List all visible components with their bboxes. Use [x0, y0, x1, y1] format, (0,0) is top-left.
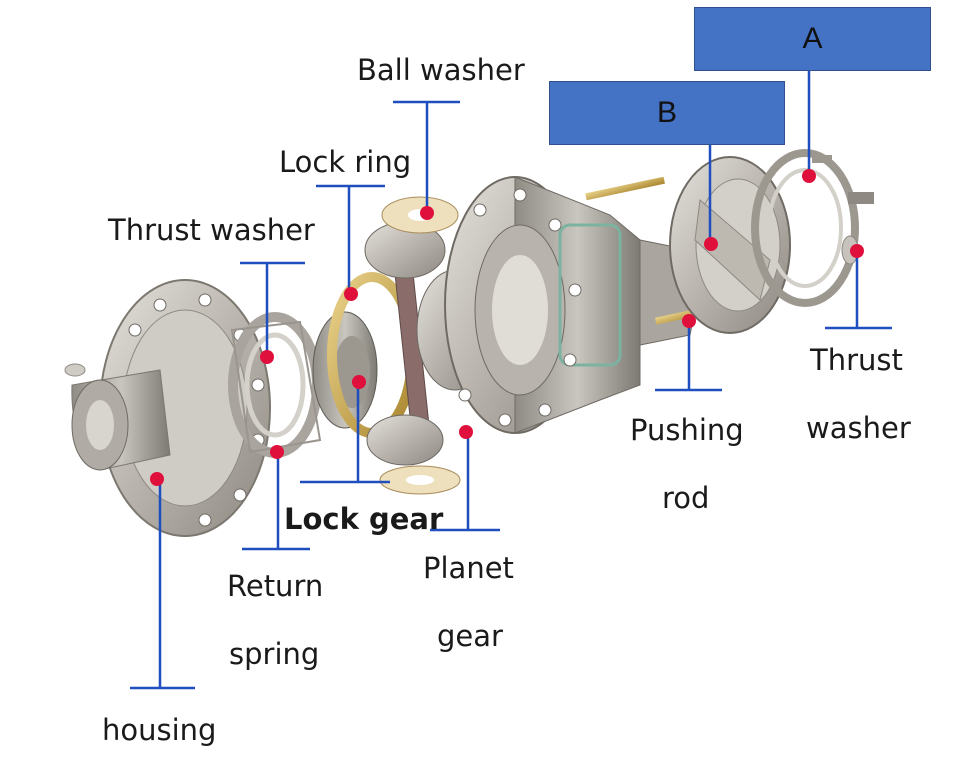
marker-dots	[150, 169, 864, 486]
differential-case-part	[444, 176, 696, 434]
leader-thrust-washer-left	[240, 261, 305, 357]
leader-return-spring	[242, 452, 310, 551]
label-thrust-washer-left: Thrust washer	[108, 213, 315, 247]
dot-thrust-washer-right	[850, 244, 864, 258]
leader-planet-gear	[430, 432, 500, 532]
label-housing: housing	[102, 713, 217, 747]
label-return-spring-line1: Return	[227, 569, 324, 603]
label-lock-ring: Lock ring	[279, 145, 412, 179]
label-box-b: B	[549, 81, 785, 145]
dot-lock-ring	[344, 287, 358, 301]
label-pushing-rod-line1: Pushing	[630, 413, 744, 447]
housing-part	[64, 279, 271, 537]
leader-ball-washer	[393, 100, 460, 213]
dot-lock-gear	[352, 375, 366, 389]
leader-lock-gear	[300, 382, 390, 484]
dot-pushing-rod	[682, 314, 696, 328]
label-pushing-rod-line2: rod	[662, 481, 710, 515]
dot-thrust-washer-left	[260, 350, 274, 364]
label-planet-gear-line1: Planet	[423, 551, 514, 585]
label-box-a: A	[694, 7, 931, 71]
leader-thrust-washer-right	[825, 251, 892, 330]
label-planet-gear-line2: gear	[437, 619, 503, 653]
label-return-spring-line2: spring	[229, 637, 320, 671]
label-ball-washer: Ball washer	[357, 53, 525, 87]
dot-ball-washer	[420, 206, 434, 220]
dot-housing	[150, 472, 164, 486]
return-spring-part	[228, 312, 322, 458]
leader-pushing-rod	[655, 321, 722, 392]
label-thrust-washer-right-line1: Thrust	[810, 343, 903, 377]
leader-housing	[130, 478, 195, 690]
label-box-b-text: B	[656, 96, 677, 129]
dot-planet-gear	[459, 425, 473, 439]
leader-lines	[130, 70, 892, 690]
dot-a	[802, 169, 816, 183]
a-ring-part	[751, 149, 874, 307]
label-box-a-text: A	[802, 22, 823, 55]
dot-b	[704, 237, 718, 251]
dot-return-spring	[270, 445, 284, 459]
label-lock-gear: Lock gear	[284, 502, 444, 536]
label-thrust-washer-right-line2: washer	[806, 411, 911, 445]
leader-lock-ring	[316, 184, 385, 293]
